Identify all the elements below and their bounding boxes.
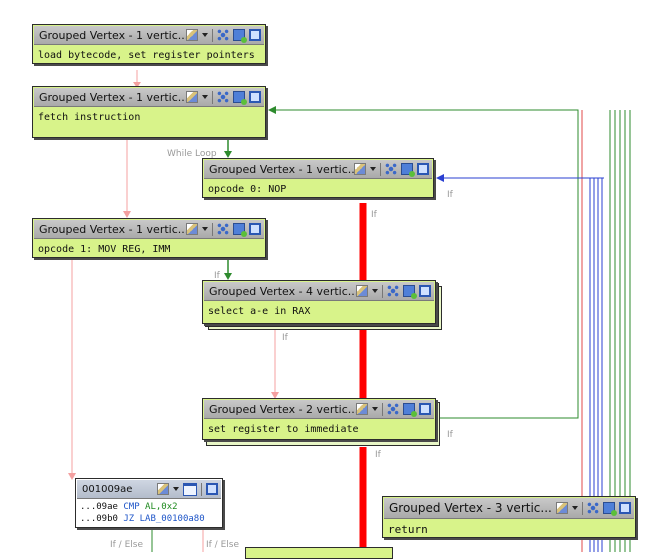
toolbar-divider <box>382 284 383 298</box>
vertex-header[interactable]: Grouped Vertex - 2 vertic... <box>204 400 434 419</box>
group-icon[interactable] <box>387 403 399 415</box>
edit-color-icon[interactable] <box>556 502 568 514</box>
add-vertex-icon[interactable] <box>233 29 247 43</box>
vertex-header[interactable]: Grouped Vertex - 3 vertic... <box>384 498 634 519</box>
edit-color-icon[interactable] <box>157 483 169 495</box>
code-address: ...09ae <box>80 502 118 512</box>
vertex-title: Grouped Vertex - 3 vertic... <box>389 501 552 515</box>
toolbar-divider <box>212 28 213 42</box>
fullscreen-icon[interactable] <box>249 29 261 41</box>
vertex-fetch-instruction[interactable]: Grouped Vertex - 1 vertic... fetch instr… <box>32 86 266 138</box>
edge-label-while-loop: While Loop <box>167 149 217 159</box>
dropdown-caret-icon[interactable] <box>202 33 208 37</box>
fullscreen-icon[interactable] <box>419 285 431 297</box>
add-vertex-icon[interactable] <box>403 403 417 417</box>
window-icon[interactable] <box>183 482 197 496</box>
add-vertex-icon[interactable] <box>603 502 617 516</box>
dropdown-caret-icon[interactable] <box>173 487 179 491</box>
vertex-label: opcode 1: MOV REG, IMM <box>38 244 171 255</box>
group-icon[interactable] <box>385 163 397 175</box>
edge-label-if: If <box>447 430 453 440</box>
add-vertex-icon[interactable] <box>403 285 417 299</box>
fullscreen-icon[interactable] <box>619 502 631 514</box>
add-vertex-icon[interactable] <box>401 163 415 177</box>
add-vertex-icon[interactable] <box>233 91 247 105</box>
edge-label-if: If <box>282 333 288 343</box>
vertex-header[interactable]: Grouped Vertex - 1 vertic... <box>204 160 432 179</box>
dropdown-caret-icon[interactable] <box>372 407 378 411</box>
vertex-load-bytecode[interactable]: Grouped Vertex - 1 vertic... load byteco… <box>32 24 266 64</box>
code-line[interactable]: ...09b0 JZ LAB_00100a80 <box>80 514 205 524</box>
edge-label-if: If <box>375 450 381 460</box>
edit-color-icon[interactable] <box>186 91 198 103</box>
vertex-label: select a-e in RAX <box>208 306 311 317</box>
vertex-label: fetch instruction <box>38 112 141 123</box>
toolbar-divider <box>212 222 213 236</box>
vertex-title: Grouped Vertex - 1 vertic... <box>39 90 186 104</box>
edit-color-icon[interactable] <box>356 285 368 297</box>
group-icon[interactable] <box>217 29 229 41</box>
vertex-title: Grouped Vertex - 1 vertic... <box>39 28 186 42</box>
toolbar-divider <box>382 402 383 416</box>
vertex-title: Grouped Vertex - 2 vertic... <box>209 402 356 416</box>
code-operands: LAB_00100a80 <box>139 514 205 524</box>
edge-label-if: If <box>447 190 453 200</box>
edge-label-if-else: If / Else <box>110 540 143 550</box>
vertex-partial-bottom[interactable] <box>245 547 393 559</box>
edge-label-if: If <box>371 210 377 220</box>
vertex-title: Grouped Vertex - 1 vertic... <box>209 162 354 176</box>
vertex-header[interactable]: Grouped Vertex - 4 vertic... <box>204 282 434 301</box>
code-block-header[interactable]: 001009ae <box>77 480 221 499</box>
edit-color-icon[interactable] <box>354 163 366 175</box>
vertex-opcode-nop[interactable]: Grouped Vertex - 1 vertic... opcode 0: N… <box>202 158 434 198</box>
vertex-header[interactable]: Grouped Vertex - 1 vertic... <box>34 88 264 107</box>
code-block-vertex[interactable]: 001009ae ...09ae CMP AL,0x2 ...09b0 JZ L… <box>75 478 223 528</box>
toolbar-divider <box>380 162 381 176</box>
dropdown-caret-icon[interactable] <box>372 289 378 293</box>
edit-color-icon[interactable] <box>356 403 368 415</box>
code-mnemonic: CMP <box>123 502 140 512</box>
toolbar-divider <box>212 90 213 104</box>
code-operands: AL,0x2 <box>145 502 178 512</box>
vertex-label: opcode 0: NOP <box>208 184 287 195</box>
code-line[interactable]: ...09ae CMP AL,0x2 <box>80 502 178 512</box>
vertex-label: return <box>388 523 428 536</box>
vertex-set-register[interactable]: Grouped Vertex - 2 vertic... set registe… <box>202 398 440 446</box>
vertex-return[interactable]: Grouped Vertex - 3 vertic... return <box>382 496 636 538</box>
vertex-title: Grouped Vertex - 4 vertic... <box>209 284 356 298</box>
fullscreen-icon[interactable] <box>419 403 431 415</box>
dropdown-caret-icon[interactable] <box>202 227 208 231</box>
edge-label-if: If <box>214 271 220 281</box>
fullscreen-icon[interactable] <box>206 483 218 495</box>
code-mnemonic: JZ <box>123 514 135 524</box>
fullscreen-icon[interactable] <box>417 163 429 175</box>
edge-label-if-else: If / Else <box>206 540 239 550</box>
fullscreen-icon[interactable] <box>249 91 261 103</box>
toolbar-divider <box>201 482 202 496</box>
vertex-title: Grouped Vertex - 1 vertic... <box>39 222 186 236</box>
code-block-title: 001009ae <box>82 483 133 495</box>
vertex-label: set register to immediate <box>208 424 359 435</box>
group-icon[interactable] <box>217 223 229 235</box>
toolbar-divider <box>582 501 583 515</box>
dropdown-caret-icon[interactable] <box>572 506 578 510</box>
dropdown-caret-icon[interactable] <box>202 95 208 99</box>
dropdown-caret-icon[interactable] <box>370 167 376 171</box>
vertex-opcode-mov[interactable]: Grouped Vertex - 1 vertic... opcode 1: M… <box>32 218 266 258</box>
vertex-header[interactable]: Grouped Vertex - 1 vertic... <box>34 26 264 45</box>
group-icon[interactable] <box>587 502 599 514</box>
add-vertex-icon[interactable] <box>233 223 247 237</box>
code-address: ...09b0 <box>80 514 118 524</box>
vertex-label: load bytecode, set register pointers <box>38 50 255 61</box>
edit-color-icon[interactable] <box>186 223 198 235</box>
vertex-select-a-e[interactable]: Grouped Vertex - 4 vertic... select a-e … <box>202 280 442 330</box>
fullscreen-icon[interactable] <box>249 223 261 235</box>
group-icon[interactable] <box>387 285 399 297</box>
group-icon[interactable] <box>217 91 229 103</box>
vertex-header[interactable]: Grouped Vertex - 1 vertic... <box>34 220 264 239</box>
edit-color-icon[interactable] <box>186 29 198 41</box>
